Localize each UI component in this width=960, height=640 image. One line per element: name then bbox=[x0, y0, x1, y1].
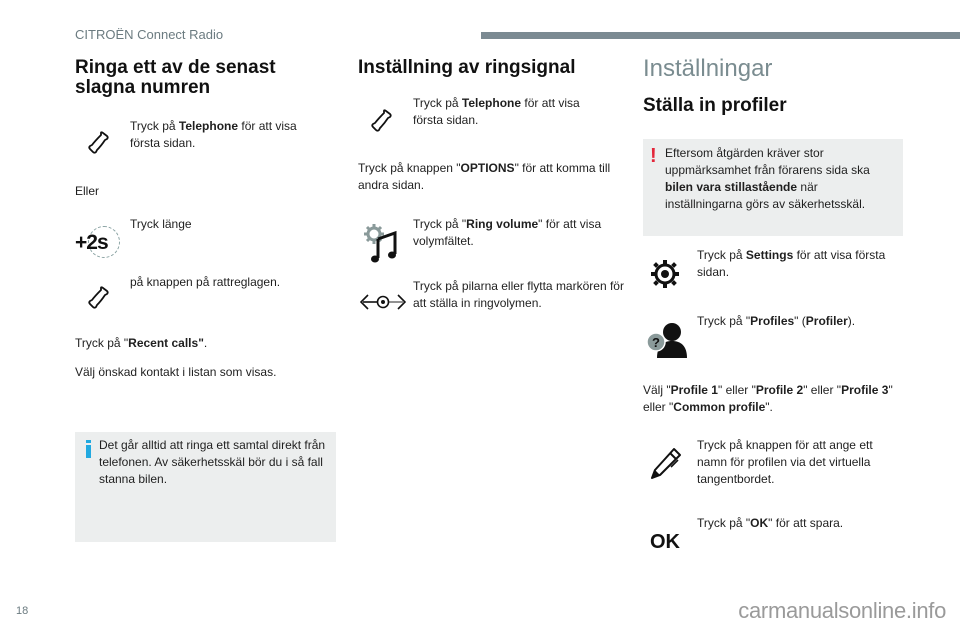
section-heading-recent-calls: Ringa ett av de senast slagna numren bbox=[75, 57, 276, 98]
step-text: Tryck på "OK" för att spara. bbox=[697, 516, 844, 530]
step-text: Tryck på "Ring volume" för att visa voly… bbox=[413, 217, 602, 248]
warning-note-text: Eftersom åtgärden kräver stor uppmärksam… bbox=[665, 146, 870, 211]
instruction-text: Tryck på "Recent calls". bbox=[75, 336, 208, 350]
info-note-text: Det går alltid att ringa ett samtal dire… bbox=[99, 438, 326, 486]
step-text: Tryck på Telephone för att visa första s… bbox=[130, 119, 297, 150]
svg-text:?: ? bbox=[652, 335, 660, 350]
step-text: Tryck på Settings för att visa första si… bbox=[697, 248, 886, 279]
phone-handset-icon bbox=[371, 109, 392, 132]
running-header-title: CITROËN Connect Radio bbox=[75, 27, 224, 42]
step-text: Tryck på "Profiles" (Profiler). bbox=[697, 314, 856, 328]
step-text: på knappen på rattreglagen. bbox=[130, 275, 281, 289]
profile-question-icon: ? bbox=[646, 323, 687, 358]
step-text: Tryck på Telephone för att visa första s… bbox=[413, 96, 580, 127]
instruction-text: Välj "Profile 1" eller "Profile 2" eller… bbox=[643, 383, 893, 414]
instruction-text: Välj önskad kontakt i listan som visas. bbox=[75, 365, 277, 379]
step-text: Tryck på pilarna eller flytta markören f… bbox=[413, 279, 624, 310]
warning-icon: ! bbox=[650, 145, 657, 167]
settings-gear-icon bbox=[651, 260, 679, 288]
step-text: Tryck på knappen för att ange ett namn f… bbox=[697, 438, 873, 486]
header-rule bbox=[481, 32, 960, 39]
chapter-heading: Inställningar bbox=[643, 55, 773, 82]
warning-note bbox=[643, 139, 903, 236]
pencil-icon bbox=[651, 448, 681, 479]
phone-handset-icon bbox=[88, 131, 109, 154]
instruction-text: Tryck på knappen "OPTIONS" för att komma… bbox=[358, 161, 611, 192]
info-note bbox=[75, 432, 336, 542]
long-press-2s-icon: +2s bbox=[75, 226, 121, 260]
step-text: Tryck länge bbox=[130, 217, 192, 231]
slider-arrows-icon bbox=[360, 294, 406, 310]
phone-handset-icon bbox=[88, 286, 109, 309]
or-label: Eller bbox=[75, 184, 100, 198]
info-icon bbox=[86, 440, 91, 458]
ring-volume-icon bbox=[364, 224, 397, 263]
watermark-link[interactable]: carmanualsonline.info bbox=[738, 598, 946, 623]
ok-icon: OK bbox=[650, 531, 680, 553]
section-heading-ringtone: Inställning av ringsignal bbox=[358, 57, 576, 78]
section-heading-profiles: Ställa in profiler bbox=[643, 95, 787, 116]
page-number: 18 bbox=[16, 605, 29, 617]
